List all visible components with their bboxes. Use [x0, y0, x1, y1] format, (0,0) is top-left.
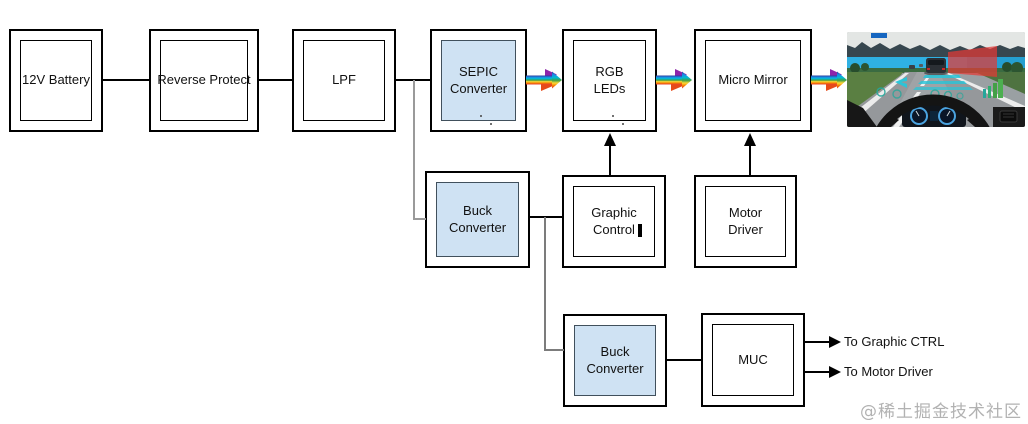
block-label: Graphic Control [591, 204, 637, 237]
block-inner: Graphic Control [573, 186, 655, 257]
black-right-arrow-icon [829, 366, 841, 378]
black-up-arrow-graphic-to-rgb [604, 133, 616, 177]
block-graphic-control: Graphic Control [562, 175, 666, 268]
block-motor-driver: Motor Driver [694, 175, 797, 268]
block-label: Motor Driver [728, 204, 763, 237]
watermark: @稀土掘金技术社区 [860, 402, 1022, 422]
black-right-arrow-icon [829, 336, 841, 348]
block-inner: Buck Converter [574, 325, 656, 396]
speck [480, 115, 482, 117]
block-label: Buck Converter [586, 343, 644, 376]
block-muc: MUC [701, 313, 805, 407]
block-inner: 12V Battery [20, 40, 92, 121]
block-micro-mirror: Micro Mirror [694, 29, 812, 132]
block-label: Buck Converter [448, 202, 507, 235]
speck [622, 123, 624, 125]
block-label: RGB LEDs [593, 63, 626, 96]
text-cursor [638, 224, 642, 237]
output-label-to-motor-driver: To Motor Driver [844, 364, 933, 379]
block-buck-converter-2: Buck Converter [563, 314, 667, 407]
wire-muc-out1 [805, 341, 829, 343]
rainbow-light-arrow-sepic-to-rgb [526, 69, 562, 91]
block-inner: RGB LEDs [573, 40, 646, 125]
block-inner: Reverse Protect [157, 40, 251, 121]
block-inner: SEPIC Converter [441, 40, 516, 125]
black-up-arrow-motor-to-mirror [744, 133, 756, 177]
wire-buck2-to-muc [667, 359, 701, 361]
speck [490, 123, 492, 125]
hud-photo-illustration [847, 32, 1025, 127]
wire-branch-to-buck2-vertical [544, 217, 546, 351]
block-label: Micro Mirror [718, 72, 788, 88]
block-12v-battery: 12V Battery [9, 29, 103, 132]
wire-buck1-to-graphic-control [530, 216, 562, 218]
wire-muc-out2 [805, 371, 829, 373]
wire-reverse-protect-to-lpf [259, 79, 292, 81]
block-inner: LPF [303, 40, 385, 121]
wire-battery-to-reverse-protect [103, 79, 149, 81]
block-label: SEPIC Converter [449, 63, 508, 96]
rainbow-light-arrow-mirror-to-hud [811, 69, 847, 91]
block-inner: Motor Driver [705, 186, 786, 257]
block-sepic-converter: SEPIC Converter [430, 29, 527, 132]
output-label-to-graphic-ctrl: To Graphic CTRL [844, 334, 945, 349]
wire-branch-to-buck2-horizontal [544, 349, 564, 351]
rainbow-light-arrow-rgb-to-mirror [656, 69, 692, 91]
block-label: Reverse Protect [157, 72, 251, 88]
block-lpf: LPF [292, 29, 396, 132]
block-inner: MUC [712, 324, 794, 396]
speck [612, 115, 614, 117]
block-buck-converter-1: Buck Converter [425, 171, 530, 268]
hud-windshield-photo [847, 32, 1025, 127]
block-inner: Buck Converter [436, 182, 519, 257]
block-rgb-leds: RGB LEDs [562, 29, 657, 132]
block-label: LPF [332, 72, 356, 88]
block-label: 12V Battery [22, 72, 90, 88]
block-label: MUC [738, 351, 768, 367]
wire-branch-to-buck1-vertical [413, 80, 415, 220]
wire-branch-to-buck1-horizontal [413, 218, 426, 220]
block-reverse-protect: Reverse Protect [149, 29, 259, 132]
block-inner: Micro Mirror [705, 40, 801, 121]
